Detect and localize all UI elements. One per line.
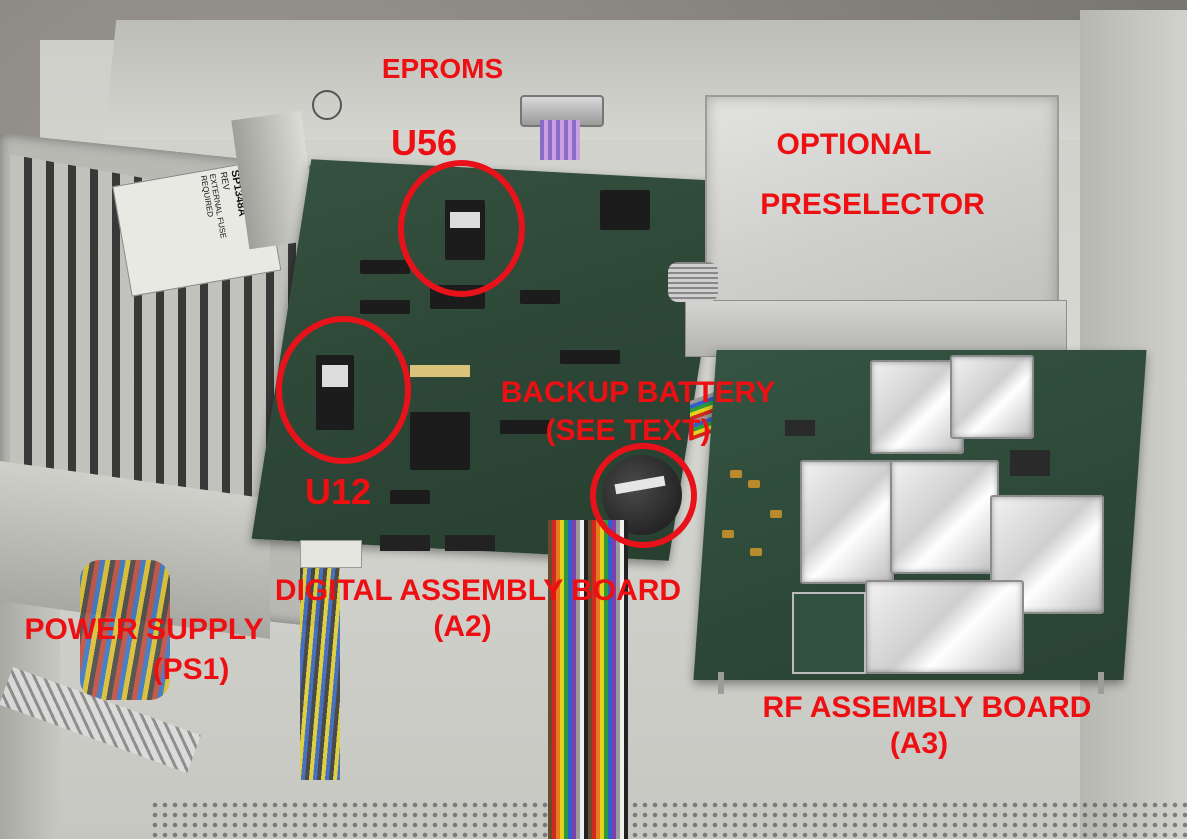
pin-header <box>410 365 470 377</box>
chip-ic-5 <box>500 420 550 434</box>
rf-ic-1 <box>785 420 815 436</box>
label-u56: U56 <box>390 122 458 163</box>
label-ps1: (PS1) <box>152 653 230 686</box>
label-rf-assembly-board: RF ASSEMBLY BOARD <box>762 691 1092 724</box>
label-power-supply: POWER SUPPLY <box>24 613 264 646</box>
label-digital-assembly-board: DIGITAL ASSEMBLY BOARD <box>274 574 682 607</box>
chip-ic-2 <box>360 300 410 314</box>
label-a2: (A2) <box>433 610 492 643</box>
chassis-vent-holes <box>150 800 1187 839</box>
label-optional: OPTIONAL <box>776 128 932 161</box>
highlight-circle-battery <box>590 443 697 548</box>
db9-ribbon <box>540 120 580 160</box>
chip-ic-6 <box>390 490 430 504</box>
standoff-1 <box>718 672 724 694</box>
rf-capacitor-1 <box>730 470 742 478</box>
highlight-circle-u56 <box>398 160 525 297</box>
rf-capacitor-4 <box>750 548 762 556</box>
rf-shield-can-2 <box>950 355 1034 439</box>
label-u12: U12 <box>304 471 372 512</box>
chip-ic-3 <box>520 290 560 304</box>
label-eproms: EPROMS <box>381 53 504 84</box>
psu-wiring <box>80 560 170 700</box>
label-preselector: PRESELECTOR <box>760 188 985 221</box>
standoff-2 <box>1098 672 1104 694</box>
rf-shield-can-6 <box>865 580 1024 674</box>
rf-capacitor-5 <box>770 510 782 518</box>
label-backup-battery: BACKUP BATTERY <box>500 376 776 409</box>
ribbon-cable <box>548 520 628 839</box>
rf-shield-can-4 <box>890 460 999 574</box>
rf-capacitor-2 <box>748 480 760 488</box>
preselector-box <box>705 95 1059 339</box>
rf-ic-2 <box>1010 450 1050 476</box>
label-a3: (A3) <box>889 727 949 760</box>
preselector-mount-plate <box>685 300 1067 357</box>
chip-ic-7 <box>600 190 650 230</box>
chip-qfp-processor <box>410 412 470 470</box>
chip-ic-4 <box>560 350 620 364</box>
preselector-cable <box>668 262 718 302</box>
psu-wiring-2 <box>300 560 340 780</box>
dip-switch-2 <box>445 535 495 551</box>
rf-shield-can-5 <box>990 495 1104 614</box>
ground-symbol-icon <box>312 90 342 120</box>
rf-subboard <box>792 592 866 674</box>
label-see-text: (SEE TEXT) <box>545 414 711 447</box>
header-connector <box>300 540 362 568</box>
rf-capacitor-3 <box>722 530 734 538</box>
rf-shield-can-3 <box>800 460 894 584</box>
highlight-circle-u12 <box>276 316 411 464</box>
dip-switch-1 <box>380 535 430 551</box>
chip-ic-1 <box>360 260 410 274</box>
rf-shield-can-1 <box>870 360 964 454</box>
